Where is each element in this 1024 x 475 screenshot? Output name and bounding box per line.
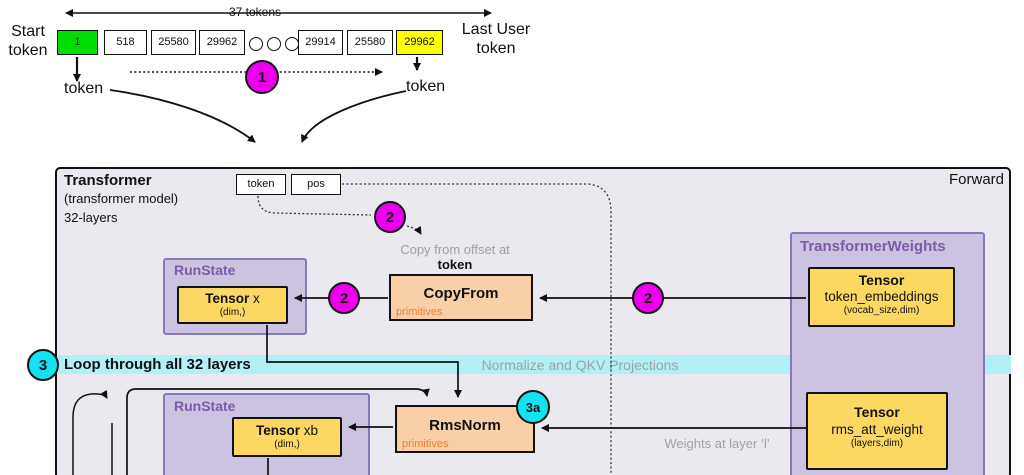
transformer-weights-title: TransformerWeights xyxy=(800,238,946,255)
right-token-curve xyxy=(301,90,407,143)
transformer-title: Transformer xyxy=(64,172,152,189)
input-token-box: token xyxy=(236,174,286,195)
runstate-loop-title: RunState xyxy=(174,398,236,414)
token-embeddings-box: Tensor token_embeddings (vocab_size,dim) xyxy=(808,267,955,327)
runstate-top-title: RunState xyxy=(174,262,236,278)
token-count-label: 37 tokens xyxy=(212,5,298,19)
token-box: 518 xyxy=(104,30,147,55)
transformer-layers-label: 32-layers xyxy=(64,210,118,225)
tensor-xb-dims: (dim,) xyxy=(274,439,300,450)
copy-offset-note-target: token xyxy=(437,257,473,272)
token-box-start: 1 xyxy=(57,30,98,55)
rmsnorm-primitives-tag: primitives xyxy=(402,438,449,450)
copyfrom-title: CopyFrom xyxy=(423,285,499,302)
step-1-badge: 1 xyxy=(245,60,279,94)
left-token-curve xyxy=(109,89,256,143)
token-box: 29914 xyxy=(298,30,343,55)
step-3-badge: 3 xyxy=(27,349,59,381)
step-2-badge: 2 xyxy=(374,201,406,233)
step-2-badge: 2 xyxy=(328,282,360,314)
loop-band-label: Loop through all 32 layers xyxy=(64,356,251,373)
token-box-last: 29962 xyxy=(396,30,443,55)
token-box: 25580 xyxy=(151,30,196,55)
rms-att-weight-box: Tensor rms_att_weight (layers,dim) xyxy=(806,392,948,470)
last-user-token-label: Last User token xyxy=(461,21,531,57)
rmsnorm-box: RmsNorm primitives xyxy=(395,405,535,453)
input-pos-box: pos xyxy=(291,174,341,195)
forward-label: Forward xyxy=(948,171,1004,188)
right-token-arrow-label: token xyxy=(406,78,446,95)
step-3a-badge: 3a xyxy=(516,390,550,424)
tensor-x-dims: (dim,) xyxy=(219,307,246,318)
copyfrom-primitives-tag: primitives xyxy=(396,306,443,318)
tensor-xb-box: Tensor xb (dim,) xyxy=(232,417,342,457)
token-box: 29962 xyxy=(199,30,245,55)
token-box: 25580 xyxy=(347,30,393,55)
weights-layer-note: Weights at layer ‘l’ xyxy=(664,436,770,451)
rmsnorm-title: RmsNorm xyxy=(429,417,501,434)
copyfrom-box: CopyFrom primitives xyxy=(389,274,533,321)
section-label: Normalize and QKV Projections xyxy=(481,357,679,373)
tensor-x-box: Tensor x (dim,) xyxy=(177,286,288,324)
step-2-badge: 2 xyxy=(632,282,664,314)
left-token-arrow-label: token xyxy=(64,80,104,97)
transformer-subtitle: (transformer model) xyxy=(64,191,179,206)
copy-offset-note: Copy from offset at token xyxy=(390,242,520,272)
start-token-label: Start token xyxy=(8,23,48,59)
